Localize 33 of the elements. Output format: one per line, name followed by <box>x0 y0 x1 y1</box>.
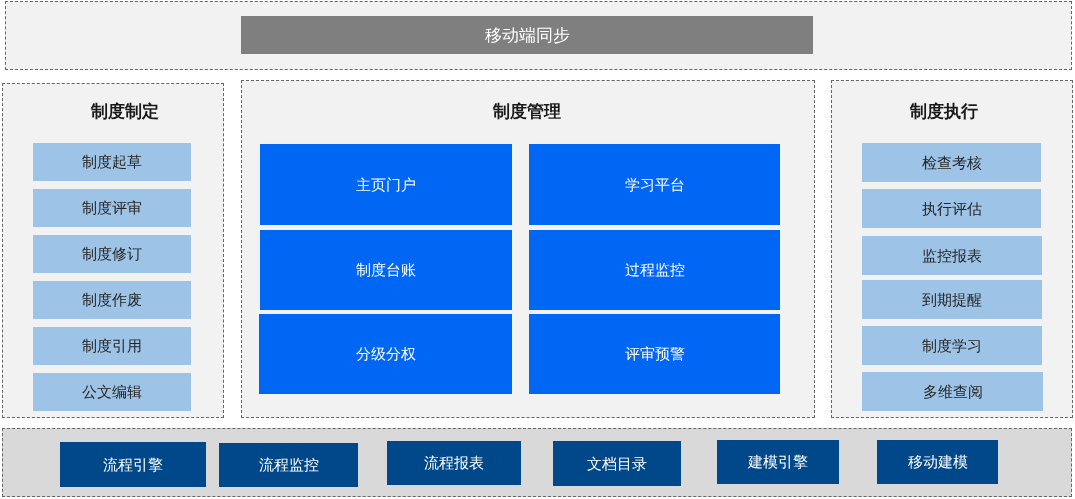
dashed-panel <box>5 1 1072 70</box>
module-box: 制度引用 <box>33 327 191 365</box>
module-box: 制度评审 <box>33 189 191 227</box>
module-box: 监控报表 <box>862 236 1042 275</box>
module-box: 文档目录 <box>553 441 681 486</box>
module-box: 流程监控 <box>219 443 358 487</box>
module-box: 制度修订 <box>33 235 191 273</box>
dashed-panel <box>241 80 815 418</box>
module-box: 建模引擎 <box>717 440 839 484</box>
module-box: 执行评估 <box>862 189 1041 228</box>
dashed-panel <box>831 80 1073 418</box>
module-tile: 学习平台 <box>529 144 780 225</box>
module-box: 多维查阅 <box>862 372 1043 411</box>
panel-title: 制度制定 <box>91 100 159 122</box>
module-tile: 制度台账 <box>260 230 512 310</box>
panel-title: 制度管理 <box>493 100 561 122</box>
module-box: 检查考核 <box>862 143 1041 182</box>
module-tile: 主页门户 <box>260 144 512 225</box>
dashed-panel <box>2 428 1072 497</box>
dashed-panel <box>2 83 224 418</box>
module-tile: 分级分权 <box>259 314 512 394</box>
module-box: 公文编辑 <box>33 373 191 411</box>
module-tile: 评审预警 <box>529 314 780 394</box>
module-box: 制度作废 <box>33 281 191 319</box>
module-box: 到期提醒 <box>862 280 1042 319</box>
title-bar: 移动端同步 <box>241 16 813 54</box>
module-box: 流程报表 <box>387 441 521 485</box>
module-box: 制度学习 <box>862 326 1042 365</box>
panel-title: 制度执行 <box>910 100 978 122</box>
module-tile: 过程监控 <box>529 230 780 310</box>
module-box: 流程引擎 <box>60 442 206 487</box>
module-box: 制度起草 <box>33 143 191 181</box>
module-box: 移动建模 <box>877 440 998 484</box>
